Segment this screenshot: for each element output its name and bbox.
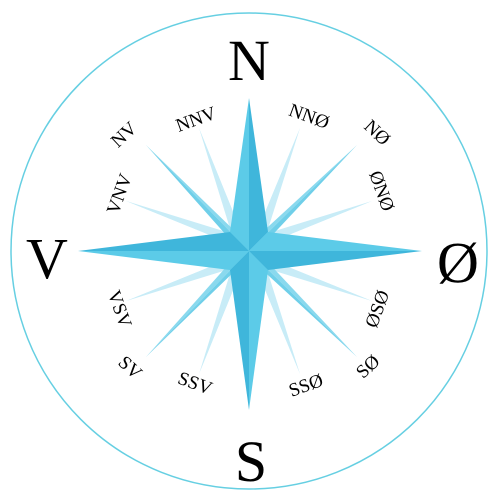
point-o-bottom [249, 251, 422, 270]
point-s-right [249, 251, 268, 410]
label-no: NØ [360, 116, 394, 150]
label-vsv: VSV [103, 288, 136, 331]
label-ssv: SSV [175, 368, 215, 400]
label-nv: NV [107, 118, 142, 152]
label-nno: NNØ [286, 100, 332, 134]
point-n-left [230, 98, 249, 251]
label-vnv: VNV [103, 171, 137, 217]
label-sso: SSØ [286, 370, 326, 402]
label-west: V [26, 226, 68, 291]
point-s-left [230, 251, 249, 410]
label-east: Ø [437, 230, 479, 295]
label-south: S [235, 429, 267, 493]
point-v-bottom [78, 251, 249, 270]
label-sv: SV [114, 352, 146, 384]
label-so: SØ [352, 351, 384, 383]
label-ono: ØNØ [364, 168, 398, 214]
point-v-top [78, 232, 249, 251]
point-n-right [249, 98, 268, 251]
label-oso: ØSØ [361, 288, 394, 331]
label-north: N [228, 28, 270, 93]
label-nnv: NNV [173, 103, 219, 137]
point-o-top [249, 232, 422, 251]
